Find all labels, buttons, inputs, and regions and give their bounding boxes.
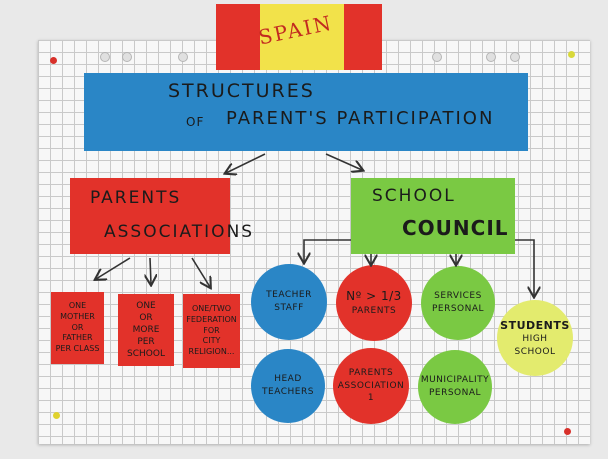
parents-associations-line-2: ASSOCIATIONS — [104, 222, 255, 242]
council-member-circle: Nº > 1/3 PARENTS — [336, 265, 412, 341]
council-member-circle: SERVICES PERSONAL — [421, 266, 495, 340]
punch-hole — [100, 52, 110, 62]
arrow — [304, 239, 351, 262]
punch-hole — [510, 52, 520, 62]
arrow — [150, 257, 151, 284]
arrow — [96, 257, 131, 279]
punch-hole — [486, 52, 496, 62]
council-member-circle: PARENTS ASSOCIATION 1 — [333, 348, 409, 424]
council-member-circle: TEACHER STAFF — [251, 264, 327, 340]
parents-associations-line-1: PARENTS — [90, 188, 182, 208]
pa-child-card: ONE/TWO FEDERATION FOR CITY RELIGION... — [183, 294, 240, 368]
punch-hole — [432, 52, 442, 62]
council-member-circle: MUNICIPALITY PERSONAL — [418, 350, 492, 424]
parents-associations-box — [70, 178, 230, 254]
pa-child-card: ONE OR MORE PER SCHOOL — [118, 294, 174, 366]
council-member-circle: STUDENTS HIGH SCHOOL — [497, 300, 573, 376]
push-pin-icon — [564, 428, 571, 435]
school-council-box — [351, 178, 515, 254]
punch-hole — [122, 52, 132, 62]
punch-hole — [178, 52, 188, 62]
push-pin-icon — [50, 57, 57, 64]
title-line-2: PARENT'S PARTICIPATION — [226, 108, 495, 129]
council-member-circle: HEAD TEACHERS — [251, 349, 325, 423]
school-council-line-2: COUNCIL — [402, 216, 509, 240]
school-council-line-1: SCHOOL — [372, 186, 456, 206]
spain-flag — [216, 4, 382, 70]
push-pin-icon — [53, 412, 60, 419]
pa-child-card: ONE MOTHER OR FATHER PER CLASS — [51, 292, 104, 364]
title-of: OF — [186, 115, 205, 129]
title-line-1: STRUCTURES — [168, 80, 315, 102]
title-banner — [84, 73, 528, 151]
arrow — [325, 153, 362, 170]
push-pin-icon — [568, 51, 575, 58]
arrow — [515, 239, 534, 296]
arrow — [191, 257, 210, 287]
arrow — [226, 153, 266, 173]
